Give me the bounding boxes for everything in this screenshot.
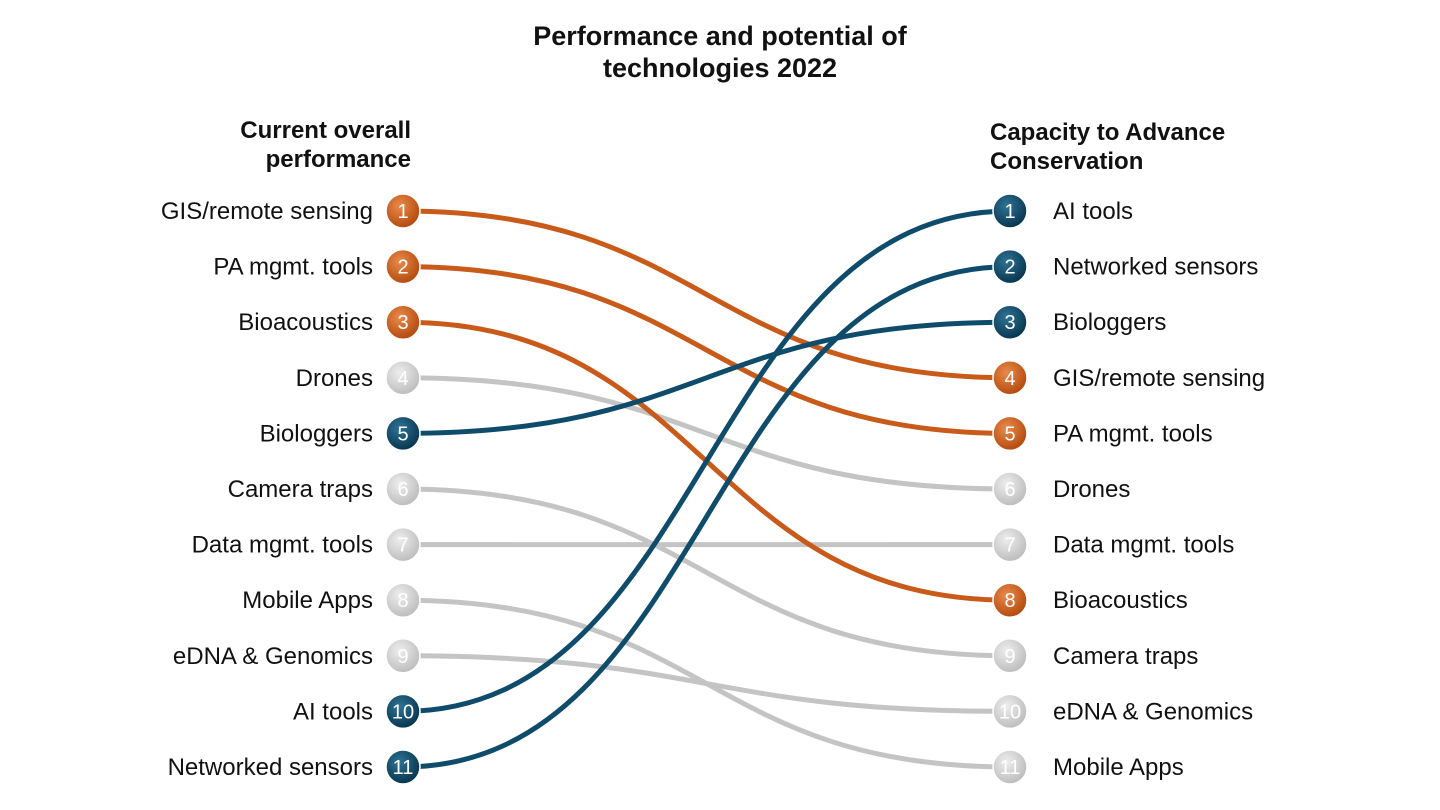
right-marker-data-mgmt-tools	[992, 526, 1028, 563]
right-rank-camera-traps: 9	[1004, 646, 1015, 668]
left-header-line-2: performance	[265, 146, 411, 173]
right-rank-pa-mgmt-tools: 5	[1004, 423, 1015, 445]
left-rank-biologgers: 5	[397, 423, 408, 445]
right-label-ai-tools: AI tools	[1053, 198, 1133, 225]
left-label-mobile-apps: Mobile Apps	[242, 587, 373, 614]
left-label-networked-sensors: Networked sensors	[168, 754, 373, 781]
right-label-pa-mgmt-tools: PA mgmt. tools	[1053, 420, 1213, 447]
right-rank-networked-sensors: 2	[1004, 257, 1015, 279]
left-header-line-1: Current overall	[240, 117, 411, 144]
left-label-ai-tools: AI tools	[293, 698, 373, 725]
left-label-data-mgmt-tools: Data mgmt. tools	[192, 532, 373, 559]
left-rank-mobile-apps: 8	[397, 590, 408, 612]
right-marker-biologgers	[992, 304, 1028, 340]
line-pa-mgmt-tools	[400, 264, 1013, 436]
right-label-edna-genomics: eDNA & Genomics	[1053, 698, 1253, 725]
left-rank-edna-genomics: 9	[397, 646, 408, 668]
line-drones	[400, 375, 1013, 492]
right-marker-gis-remote-sensing	[992, 360, 1028, 396]
left-marker-biologgers	[385, 415, 421, 452]
right-rank-edna-genomics: 10	[999, 701, 1021, 723]
left-rank-gis-remote-sensing: 1	[397, 201, 408, 223]
line-networked-sensors	[400, 264, 1013, 770]
left-label-gis-remote-sensing: GIS/remote sensing	[161, 198, 373, 225]
right-label-bioacoustics: Bioacoustics	[1053, 587, 1188, 614]
chart-title-line-2: technologies 2022	[602, 53, 838, 83]
right-rank-ai-tools: 1	[1004, 201, 1015, 223]
left-marker-ai-tools	[385, 693, 421, 730]
right-label-biologgers: Biologgers	[1053, 309, 1166, 336]
left-axis-header: Current overall performance	[240, 116, 411, 174]
right-rank-drones: 6	[1004, 479, 1015, 501]
left-label-biologgers: Biologgers	[260, 420, 373, 447]
line-edna-genomics	[400, 653, 1013, 714]
right-marker-ai-tools	[992, 193, 1028, 229]
left-rank-bioacoustics: 3	[397, 312, 408, 334]
right-marker-networked-sensors	[992, 248, 1028, 285]
right-label-camera-traps: Camera traps	[1053, 643, 1198, 670]
left-rank-networked-sensors: 11	[393, 757, 414, 779]
left-marker-drones	[385, 360, 421, 396]
left-label-edna-genomics: eDNA & Genomics	[173, 643, 373, 670]
left-marker-bioacoustics	[385, 304, 421, 340]
right-rank-bioacoustics: 8	[1004, 590, 1015, 612]
line-biologgers	[400, 319, 1013, 436]
right-marker-mobile-apps	[992, 749, 1028, 785]
left-rank-drones: 4	[397, 368, 408, 390]
left-label-drones: Drones	[296, 365, 373, 392]
left-label-camera-traps: Camera traps	[228, 476, 373, 503]
left-marker-mobile-apps	[385, 582, 421, 618]
left-rank-camera-traps: 6	[397, 479, 408, 501]
right-label-drones: Drones	[1053, 476, 1130, 503]
line-gis-remote-sensing	[400, 208, 1013, 381]
chart-title-line-1: Performance and potential of	[533, 21, 907, 51]
left-marker-networked-sensors	[385, 749, 421, 785]
right-label-data-mgmt-tools: Data mgmt. tools	[1053, 532, 1234, 559]
right-marker-camera-traps	[992, 638, 1028, 674]
right-axis-header: Capacity to Advance Conservation	[990, 118, 1225, 176]
connector-lines	[400, 208, 1013, 770]
right-header-line-1: Capacity to Advance	[990, 119, 1226, 146]
right-label-mobile-apps: Mobile Apps	[1053, 754, 1184, 781]
right-label-networked-sensors: Networked sensors	[1053, 254, 1258, 281]
line-camera-traps	[400, 486, 1013, 659]
right-rank-data-mgmt-tools: 7	[1004, 535, 1015, 557]
left-marker-edna-genomics	[385, 638, 421, 674]
left-marker-gis-remote-sensing	[385, 193, 421, 229]
left-label-pa-mgmt-tools: PA mgmt. tools	[213, 254, 373, 281]
right-marker-drones	[992, 471, 1028, 507]
left-rank-pa-mgmt-tools: 2	[397, 257, 408, 279]
left-rank-ai-tools: 10	[392, 701, 414, 723]
right-marker-edna-genomics	[992, 693, 1028, 730]
right-header-line-2: Conservation	[990, 148, 1144, 175]
left-label-bioacoustics: Bioacoustics	[238, 309, 373, 336]
left-marker-camera-traps	[385, 471, 421, 507]
right-rank-gis-remote-sensing: 4	[1004, 368, 1015, 390]
right-rank-mobile-apps: 11	[1000, 757, 1021, 779]
left-marker-data-mgmt-tools	[385, 526, 421, 563]
right-label-gis-remote-sensing: GIS/remote sensing	[1053, 365, 1265, 392]
right-marker-bioacoustics	[992, 582, 1028, 618]
chart-title: Performance and potential of technologie…	[0, 20, 1440, 84]
left-rank-data-mgmt-tools: 7	[397, 535, 408, 557]
left-marker-pa-mgmt-tools	[385, 248, 421, 285]
right-marker-pa-mgmt-tools	[992, 415, 1028, 452]
line-ai-tools	[400, 208, 1013, 714]
right-rank-biologgers: 3	[1004, 312, 1015, 334]
